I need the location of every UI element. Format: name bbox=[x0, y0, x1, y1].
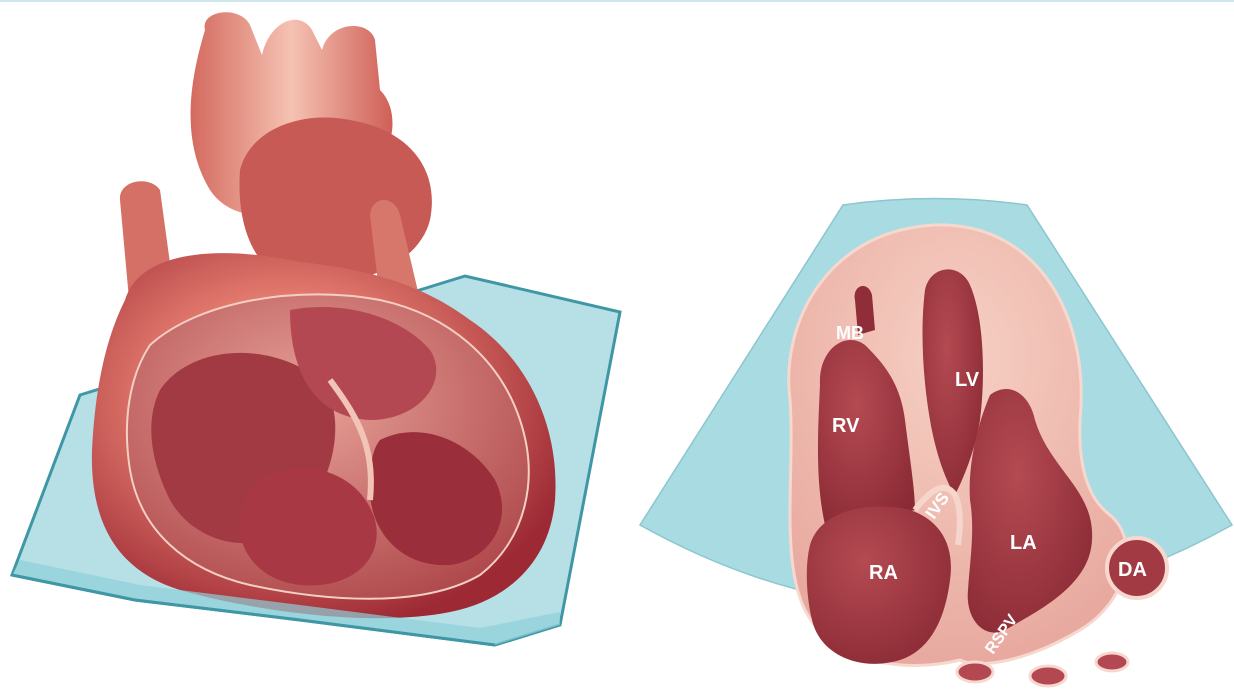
label-ra: RA bbox=[869, 562, 898, 584]
echo-sector-view: MB LV RV IVS RA LA DA RSPV bbox=[640, 199, 1232, 687]
label-da: DA bbox=[1118, 559, 1147, 581]
pv-stub-3 bbox=[1096, 653, 1128, 671]
pv-stub-1 bbox=[957, 662, 993, 682]
pv-stub-2 bbox=[1030, 666, 1066, 686]
label-lv: LV bbox=[955, 369, 980, 391]
heart-3d-view bbox=[12, 12, 620, 645]
label-rv: RV bbox=[832, 415, 860, 437]
label-la: LA bbox=[1010, 532, 1037, 554]
label-mb: MB bbox=[836, 323, 864, 343]
